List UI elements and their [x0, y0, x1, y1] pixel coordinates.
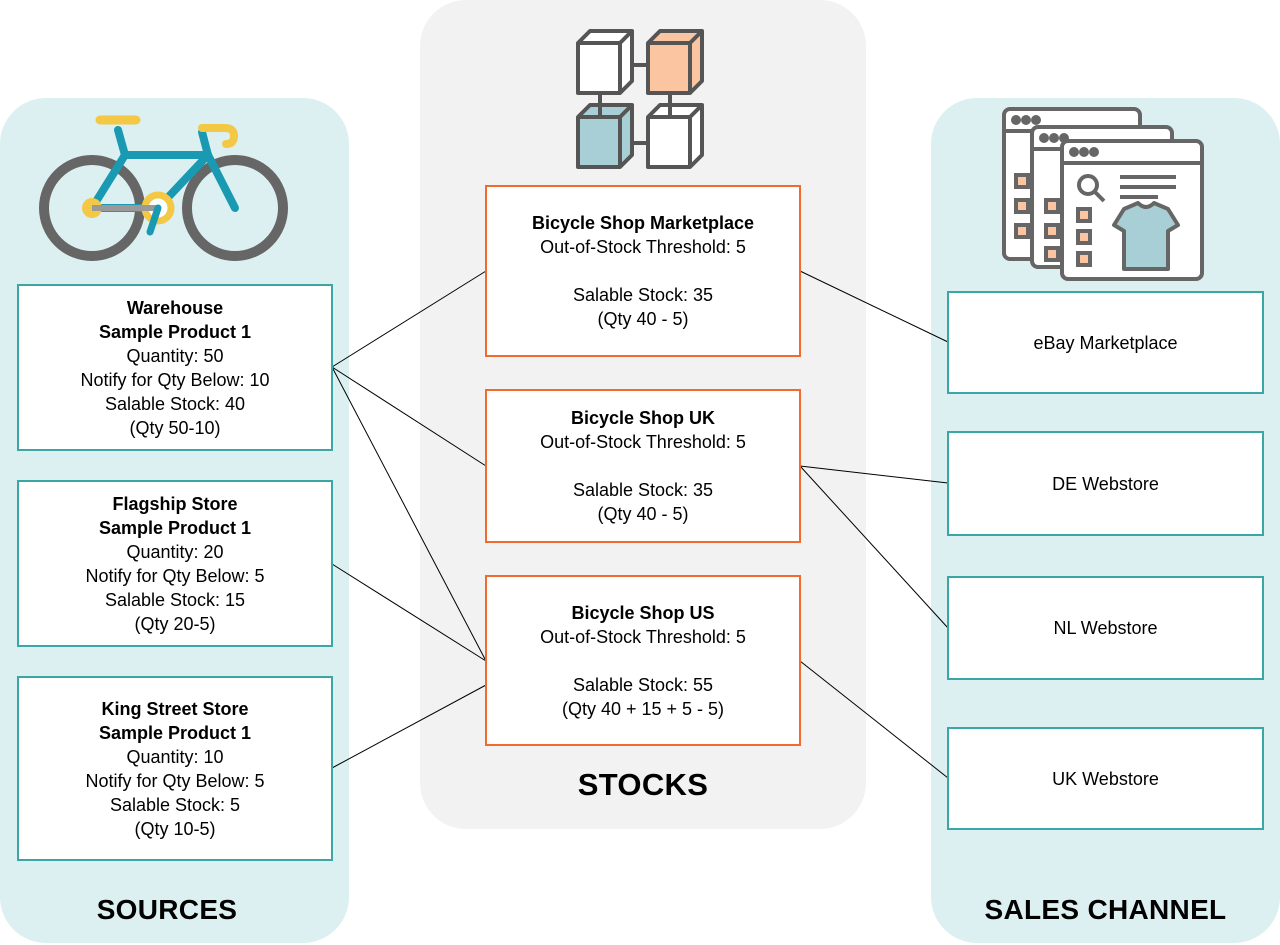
channel-name: DE Webstore [1052, 473, 1159, 494]
stock-box-uk: Bicycle Shop UK Out-of-Stock Threshold: … [485, 389, 801, 543]
connector-marketplace-ebay [799, 270, 949, 343]
stock-name: Bicycle Shop Marketplace [531, 213, 755, 233]
stocks-title: STOCKS [577, 767, 709, 802]
webstore-windows-icon [1002, 107, 1204, 281]
source-name: King Street Store [101, 698, 249, 719]
connector-warehouse-us [331, 366, 487, 662]
channel-box-ebay: eBay Marketplace [947, 291, 1264, 394]
source-product: Sample Product 1 [98, 517, 252, 538]
source-box-flagship: Flagship Store Sample Product 1 Quantity… [17, 480, 333, 647]
source-calc: (Qty 10-5) [134, 818, 216, 839]
connector-uk-de [799, 465, 949, 484]
source-notify: Notify for Qty Below: 10 [80, 369, 270, 390]
stock-threshold: Out-of-Stock Threshold: 5 [540, 237, 746, 257]
stock-calc: (Qty 40 + 15 + 5 - 5) [561, 698, 725, 719]
bicycle-icon [39, 115, 288, 261]
channel-name: NL Webstore [1053, 618, 1158, 638]
sources-title: SOURCES [96, 894, 238, 925]
sales-channel-title: SALES CHANNEL [984, 894, 1227, 925]
stock-calc: (Qty 40 - 5) [597, 504, 689, 524]
stock-salable: Salable Stock: 35 [572, 285, 714, 305]
source-box-warehouse: Warehouse Sample Product 1 Quantity: 50 … [17, 284, 333, 451]
source-notify: Notify for Qty Below: 5 [85, 565, 265, 586]
source-calc: (Qty 50-10) [129, 417, 221, 438]
connector-flagship-us [331, 563, 487, 662]
stock-calc: (Qty 40 - 5) [597, 309, 689, 329]
stock-cubes-icon [576, 29, 704, 169]
stock-threshold: Out-of-Stock Threshold: 5 [540, 432, 746, 452]
stock-box-us: Bicycle Shop US Out-of-Stock Threshold: … [485, 575, 801, 746]
stock-salable: Salable Stock: 35 [572, 480, 714, 500]
channel-name: UK Webstore [1052, 768, 1159, 789]
source-salable: Salable Stock: 15 [104, 589, 246, 610]
source-notify: Notify for Qty Below: 5 [85, 770, 265, 791]
source-product: Sample Product 1 [98, 321, 252, 342]
source-name: Flagship Store [112, 493, 238, 514]
stock-threshold: Out-of-Stock Threshold: 5 [540, 626, 746, 647]
channel-box-nl: NL Webstore [947, 576, 1264, 680]
source-quantity: Quantity: 10 [126, 746, 224, 767]
connector-uk-nl [799, 465, 949, 629]
connector-kingstreet-us [331, 684, 487, 769]
stock-box-marketplace: Bicycle Shop Marketplace Out-of-Stock Th… [485, 185, 801, 357]
channel-box-uk: UK Webstore [947, 727, 1264, 830]
source-quantity: Quantity: 50 [126, 345, 224, 366]
source-salable: Salable Stock: 5 [109, 794, 241, 815]
source-box-king-street: King Street Store Sample Product 1 Quant… [17, 676, 333, 861]
connector-us-uk [799, 660, 949, 779]
connector-warehouse-marketplace [331, 270, 487, 368]
channel-name: eBay Marketplace [1033, 332, 1178, 353]
source-quantity: Quantity: 20 [126, 541, 224, 562]
stock-name: Bicycle Shop UK [570, 408, 716, 428]
connector-warehouse-uk [331, 366, 487, 467]
source-salable: Salable Stock: 40 [104, 393, 246, 414]
source-calc: (Qty 20-5) [134, 613, 216, 634]
channel-box-de: DE Webstore [947, 431, 1264, 536]
source-name: Warehouse [126, 297, 224, 318]
stock-name: Bicycle Shop US [571, 602, 715, 623]
source-product: Sample Product 1 [98, 722, 252, 743]
stock-salable: Salable Stock: 55 [572, 674, 714, 695]
